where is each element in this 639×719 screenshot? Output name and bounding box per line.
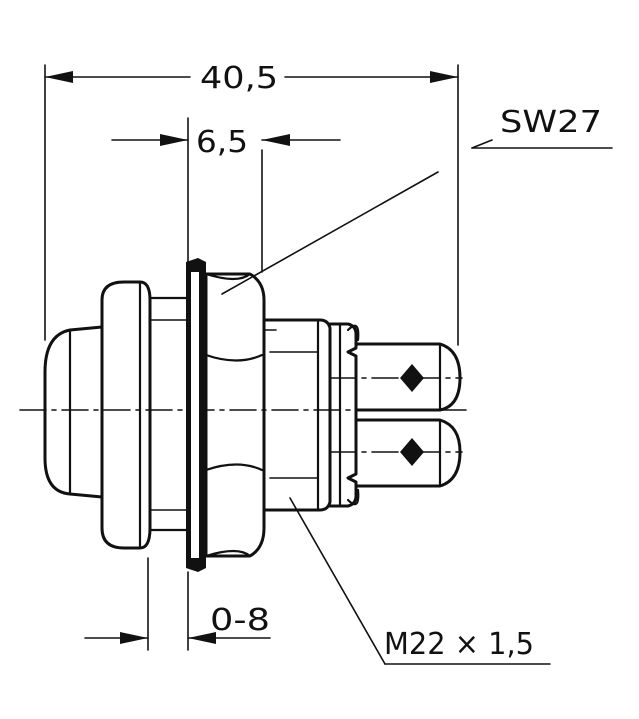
dimension-label-overall-length: 40,5: [200, 61, 278, 96]
terminal-tab-upper: [354, 342, 462, 412]
terminal-tab-lower: [354, 418, 462, 488]
hex-nut: [204, 272, 277, 558]
extension-lines: [44, 64, 459, 651]
push-button-cap: [43, 280, 152, 550]
dimension-label-panel-thickness: 0-8: [210, 603, 270, 638]
switch-body: [148, 296, 190, 532]
rear-housing: [328, 322, 360, 508]
mounting-flange: [186, 258, 206, 572]
threaded-body: [262, 318, 332, 512]
dimension-collar-width: 6,5: [111, 125, 341, 160]
dimension-label-wrench-size: SW27: [500, 105, 602, 140]
dimension-wrench-size: SW27: [221, 105, 613, 295]
dimension-label-collar-width: 6,5: [196, 125, 248, 160]
centre-lines: [19, 377, 473, 453]
dimension-label-thread: M22 × 1,5: [384, 627, 534, 662]
dimension-overall-length: 40,5: [44, 61, 459, 96]
dimension-panel-thickness: 0-8: [84, 603, 271, 644]
dimension-thread: M22 × 1,5: [289, 497, 551, 665]
